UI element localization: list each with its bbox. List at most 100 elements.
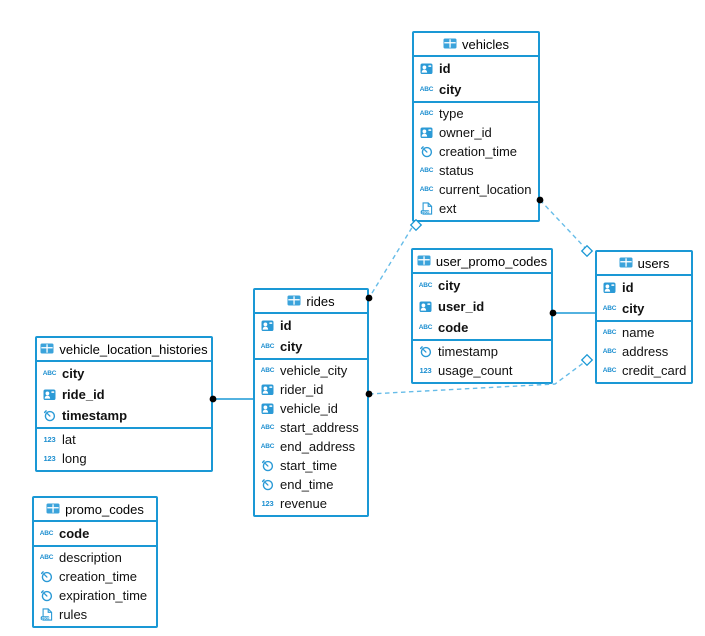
- column-name: address: [622, 344, 669, 359]
- cardinality-diamond: [580, 353, 594, 367]
- column-name: start_address: [280, 420, 359, 435]
- column-row-creation_time[interactable]: creation_time: [414, 142, 538, 161]
- table-header-rides[interactable]: rides: [255, 290, 367, 314]
- column-name: revenue: [280, 496, 327, 511]
- number-icon: 123: [43, 435, 56, 444]
- column-row-id[interactable]: id: [255, 315, 367, 336]
- column-name: id: [439, 61, 451, 76]
- relationship-line-vehicles-rides[interactable]: [368, 220, 417, 299]
- json-icon: JSON: [418, 202, 435, 215]
- column-row-timestamp[interactable]: timestamp: [37, 405, 211, 426]
- column-row-vehicle_id[interactable]: vehicle_id: [255, 399, 367, 418]
- column-name: id: [280, 318, 292, 333]
- number-icon: 123: [419, 366, 432, 375]
- id-icon: [259, 383, 276, 396]
- column-row-start_address[interactable]: ABC start_address: [255, 418, 367, 437]
- column-row-expiration_time[interactable]: expiration_time: [34, 586, 156, 605]
- svg-text:JSON: JSON: [42, 616, 52, 620]
- column-name: credit_card: [622, 363, 687, 378]
- column-name: code: [59, 526, 90, 541]
- id-icon: [418, 62, 435, 75]
- relationship-line-rides-users[interactable]: [368, 360, 587, 395]
- column-name: timestamp: [62, 408, 128, 423]
- column-row-long[interactable]: 123 long: [37, 449, 211, 468]
- column-name: vehicle_city: [280, 363, 348, 378]
- column-name: expiration_time: [59, 588, 148, 603]
- column-row-ride_id[interactable]: ride_id: [37, 384, 211, 405]
- text-icon: ABC: [418, 282, 433, 289]
- column-name: current_location: [439, 182, 532, 197]
- column-row-usage_count[interactable]: 123 usage_count: [413, 361, 551, 380]
- time-icon: [41, 409, 58, 422]
- number-icon: 123: [43, 454, 56, 463]
- time-icon: [417, 345, 434, 358]
- relationship-line-vehicles-users[interactable]: [539, 199, 589, 252]
- column-name: city: [622, 301, 645, 316]
- table-icon: [619, 256, 633, 271]
- column-row-owner_id[interactable]: owner_id: [414, 123, 538, 142]
- column-name: long: [62, 451, 87, 466]
- text-icon: ABC: [42, 370, 57, 377]
- time-icon: [418, 145, 435, 158]
- table-title: users: [637, 255, 670, 271]
- table-header-user_promo_codes[interactable]: user_promo_codes: [413, 250, 551, 274]
- column-name: city: [280, 339, 303, 354]
- column-row-start_time[interactable]: start_time: [255, 456, 367, 475]
- text-icon: ABC: [419, 167, 434, 174]
- column-name: usage_count: [438, 363, 513, 378]
- column-row-creation_time[interactable]: creation_time: [34, 567, 156, 586]
- text-icon: ABC: [39, 554, 54, 561]
- column-name: status: [439, 163, 474, 178]
- table-header-vehicles[interactable]: vehicles: [414, 33, 538, 57]
- table-header-vehicle_location_histories[interactable]: vehicle_location_histories: [37, 338, 211, 362]
- text-icon: ABC: [260, 424, 275, 431]
- cardinality-diamond: [580, 244, 594, 258]
- column-row-timestamp[interactable]: timestamp: [413, 342, 551, 361]
- time-icon: [259, 459, 276, 472]
- column-row-end_time[interactable]: end_time: [255, 475, 367, 494]
- text-icon: ABC: [602, 329, 617, 336]
- column-name: end_address: [280, 439, 356, 454]
- column-name: ride_id: [62, 387, 105, 402]
- time-icon: [259, 478, 276, 491]
- id-icon: [601, 281, 618, 294]
- column-name: user_id: [438, 299, 485, 314]
- column-row-user_id[interactable]: user_id: [413, 296, 551, 317]
- column-row-id[interactable]: id: [414, 58, 538, 79]
- column-row-id[interactable]: id: [597, 277, 691, 298]
- column-row-status[interactable]: ABC status: [414, 161, 538, 180]
- column-row-rider_id[interactable]: rider_id: [255, 380, 367, 399]
- column-name: id: [622, 280, 634, 295]
- table-title: rides: [306, 293, 335, 309]
- table-header-users[interactable]: users: [597, 252, 691, 276]
- table-header-promo_codes[interactable]: promo_codes: [34, 498, 156, 522]
